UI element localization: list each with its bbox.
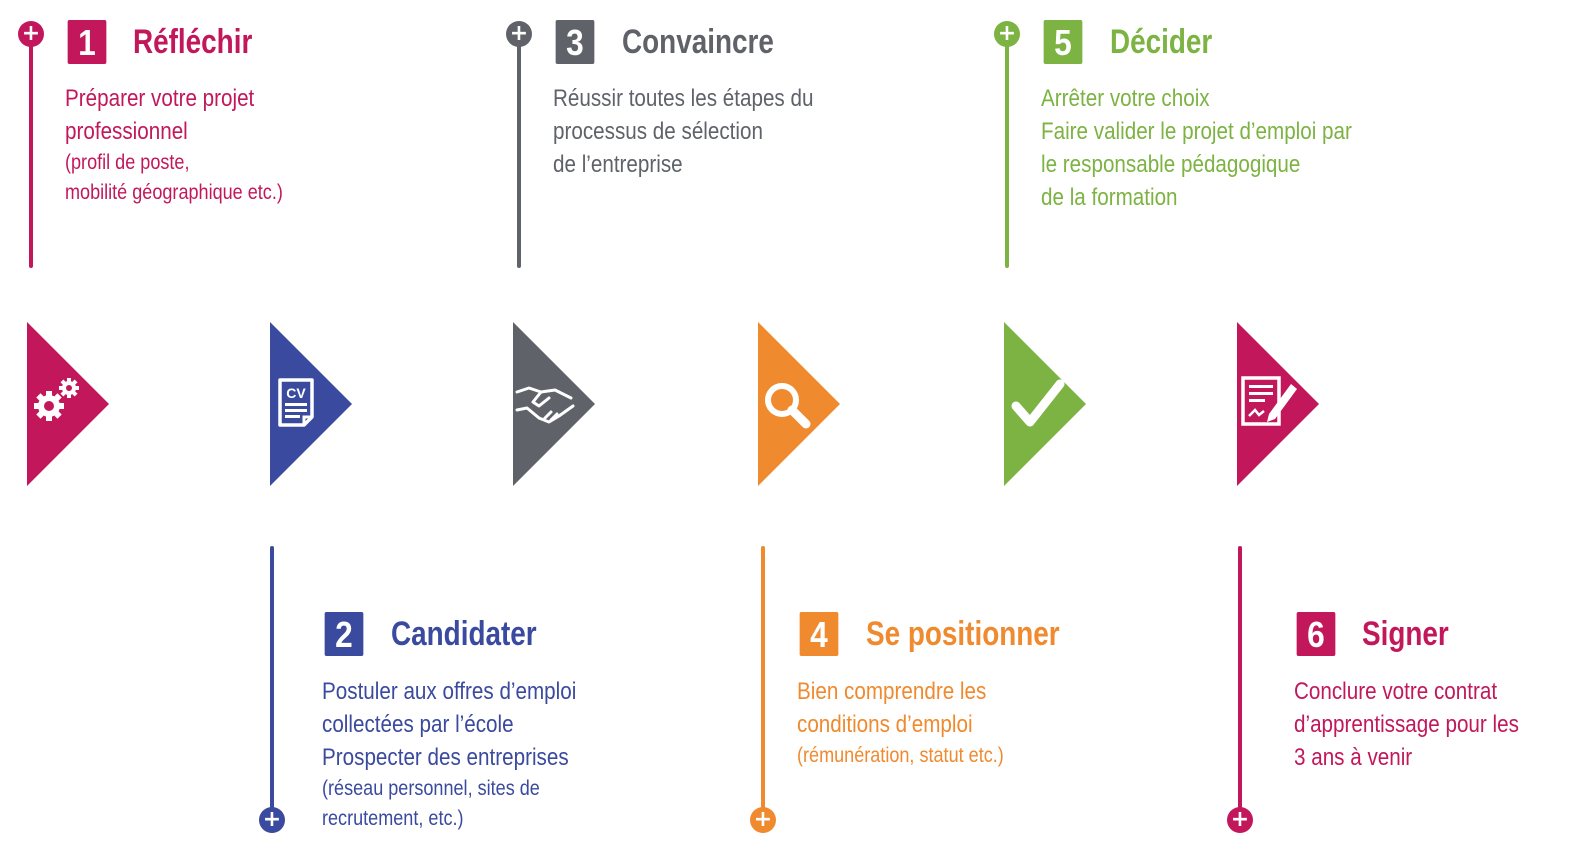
step-1-marker	[27, 322, 109, 486]
step-6-number: 6	[1296, 612, 1336, 656]
step-5-plus-icon[interactable]: +	[994, 21, 1020, 47]
step-1-description: Préparer votre projet professionnel (pro…	[65, 85, 283, 204]
svg-text:CV: CV	[286, 385, 306, 401]
step-6-connector	[1238, 546, 1242, 818]
step-5-connector	[1005, 40, 1009, 268]
step-2-description: Postuler aux offres d’emploi collectées …	[322, 678, 577, 830]
step-6-title: Signer	[1362, 615, 1449, 653]
step-1-number: 1	[67, 20, 107, 64]
step-5-number: 5	[1043, 20, 1083, 64]
step-3-connector	[517, 40, 521, 268]
handshake-icon	[515, 386, 575, 424]
contract-sign-icon	[1241, 376, 1297, 426]
step-6-description: Conclure votre contrat d’apprentissage p…	[1294, 678, 1519, 771]
step-4-marker	[758, 322, 840, 486]
step-4-description: Bien comprendre les conditions d’emploi …	[797, 678, 1004, 767]
step-3-title: Convaincre	[622, 23, 774, 61]
magnifier-icon	[765, 383, 811, 429]
step-5-description: Arrêter votre choix Faire valider le pro…	[1041, 85, 1352, 211]
step-2-plus-icon[interactable]: +	[259, 807, 285, 833]
step-4-plus-icon[interactable]: +	[750, 807, 776, 833]
step-2-title: Candidater	[391, 615, 537, 653]
step-6-marker	[1237, 322, 1319, 486]
step-2-marker: CV	[270, 322, 352, 486]
step-4-number: 4	[799, 612, 839, 656]
step-1-title: Réfléchir	[133, 23, 253, 61]
step-4-title: Se positionner	[866, 615, 1060, 653]
step-3-number: 3	[555, 20, 595, 64]
step-6-plus-icon[interactable]: +	[1227, 807, 1253, 833]
step-3-marker	[513, 322, 595, 486]
step-3-plus-icon[interactable]: +	[506, 21, 532, 47]
step-5-marker	[1004, 322, 1086, 486]
step-2-connector	[270, 546, 274, 818]
gears-icon	[34, 378, 79, 421]
step-4-connector	[761, 546, 765, 818]
step-2-number: 2	[324, 612, 364, 656]
step-3-description: Réussir toutes les étapes du processus d…	[553, 85, 814, 178]
step-1-connector	[29, 40, 33, 268]
step-5-title: Décider	[1110, 23, 1213, 61]
checkmark-icon	[1011, 379, 1065, 427]
cv-document-icon: CV	[278, 378, 314, 427]
step-1-plus-icon[interactable]: +	[18, 21, 44, 47]
